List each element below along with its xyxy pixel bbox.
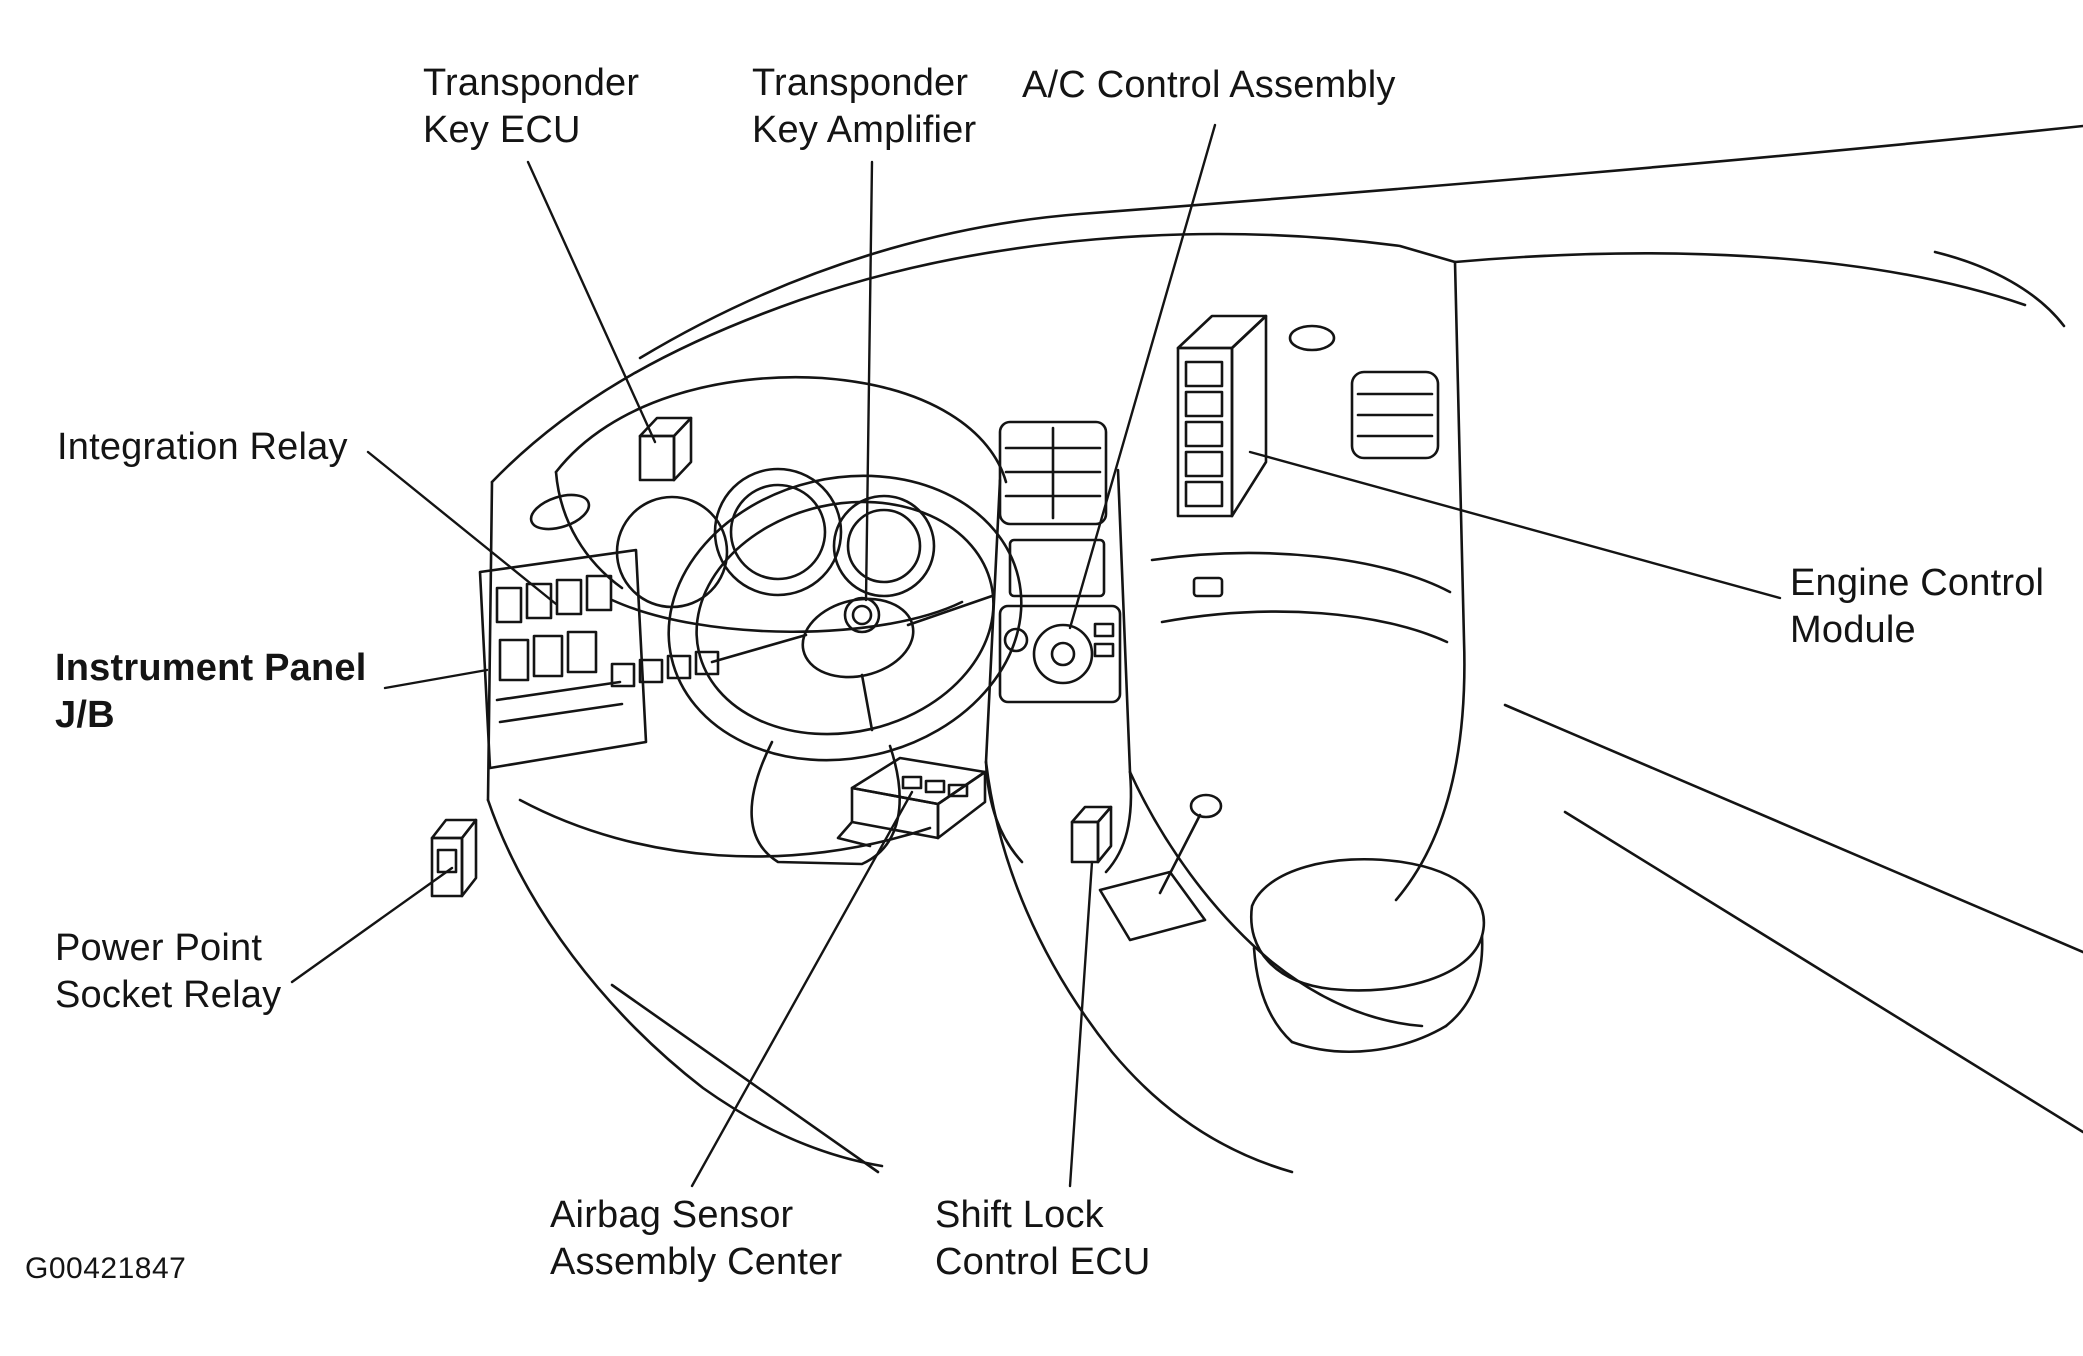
- leader-integration-relay: [366, 450, 558, 606]
- label-power-point-socket-relay: Power Point Socket Relay: [55, 925, 281, 1019]
- shift-lock-ecu-box: [1070, 805, 1113, 864]
- junction-block: [478, 548, 720, 770]
- label-integration-relay: Integration Relay: [57, 424, 348, 471]
- label-line: Power Point: [55, 927, 263, 969]
- leader-engine-control-module: [1248, 450, 1782, 600]
- label-ac-control-assembly: A/C Control Assembly: [1022, 62, 1396, 109]
- leader-power-point-socket-relay: [290, 866, 454, 984]
- center-console: [984, 760, 1486, 1174]
- leader-ac-control-assembly: [1068, 123, 1217, 630]
- label-line: Control ECU: [935, 1241, 1151, 1283]
- leader-shift-lock-ecu: [1068, 860, 1094, 1188]
- airbag-sensor-box: [836, 756, 987, 848]
- label-line: Key Amplifier: [752, 109, 977, 151]
- label-instrument-panel-jb: Instrument Panel J/B: [55, 645, 367, 739]
- dashboard-sketch: [430, 124, 2083, 1174]
- label-line: Assembly Center: [550, 1241, 843, 1283]
- label-line: Module: [1790, 609, 1916, 651]
- ignition-cylinder: [843, 596, 881, 634]
- power-point-socket-relay-box: [430, 818, 478, 898]
- engine-control-module-box: [1176, 314, 1268, 518]
- label-line: Socket Relay: [55, 974, 282, 1016]
- label-line: Key ECU: [423, 109, 581, 151]
- label-transponder-key-amplifier: Transponder Key Amplifier: [752, 60, 976, 154]
- leader-lines: [290, 123, 1782, 1188]
- label-line: Instrument Panel: [55, 647, 367, 689]
- label-line: J/B: [55, 694, 115, 736]
- transponder-key-ecu-box: [638, 416, 693, 482]
- passenger-vents: [1150, 324, 1452, 644]
- label-line: Engine Control: [1790, 562, 2045, 604]
- leader-instrument-panel-jb: [383, 668, 489, 690]
- label-line: A/C Control Assembly: [1022, 64, 1396, 106]
- label-line: Airbag Sensor: [550, 1194, 794, 1236]
- instrument-cluster: [529, 375, 1008, 634]
- label-transponder-key-ecu: Transponder Key ECU: [423, 60, 639, 154]
- leader-transponder-key-amplifier: [864, 160, 874, 602]
- label-line: Transponder: [423, 62, 640, 104]
- label-engine-control-module: Engine Control Module: [1790, 560, 2044, 654]
- label-line: Transponder: [752, 62, 969, 104]
- label-airbag-sensor-assembly-center: Airbag Sensor Assembly Center: [550, 1192, 842, 1286]
- label-shift-lock-control-ecu: Shift Lock Control ECU: [935, 1192, 1151, 1286]
- leader-transponder-key-ecu: [526, 160, 657, 444]
- label-line: Shift Lock: [935, 1194, 1104, 1236]
- leader-airbag-sensor: [690, 790, 914, 1188]
- body-outline: [486, 124, 2083, 1174]
- label-line: Integration Relay: [57, 426, 348, 468]
- figure-code: G00421847: [25, 1252, 187, 1285]
